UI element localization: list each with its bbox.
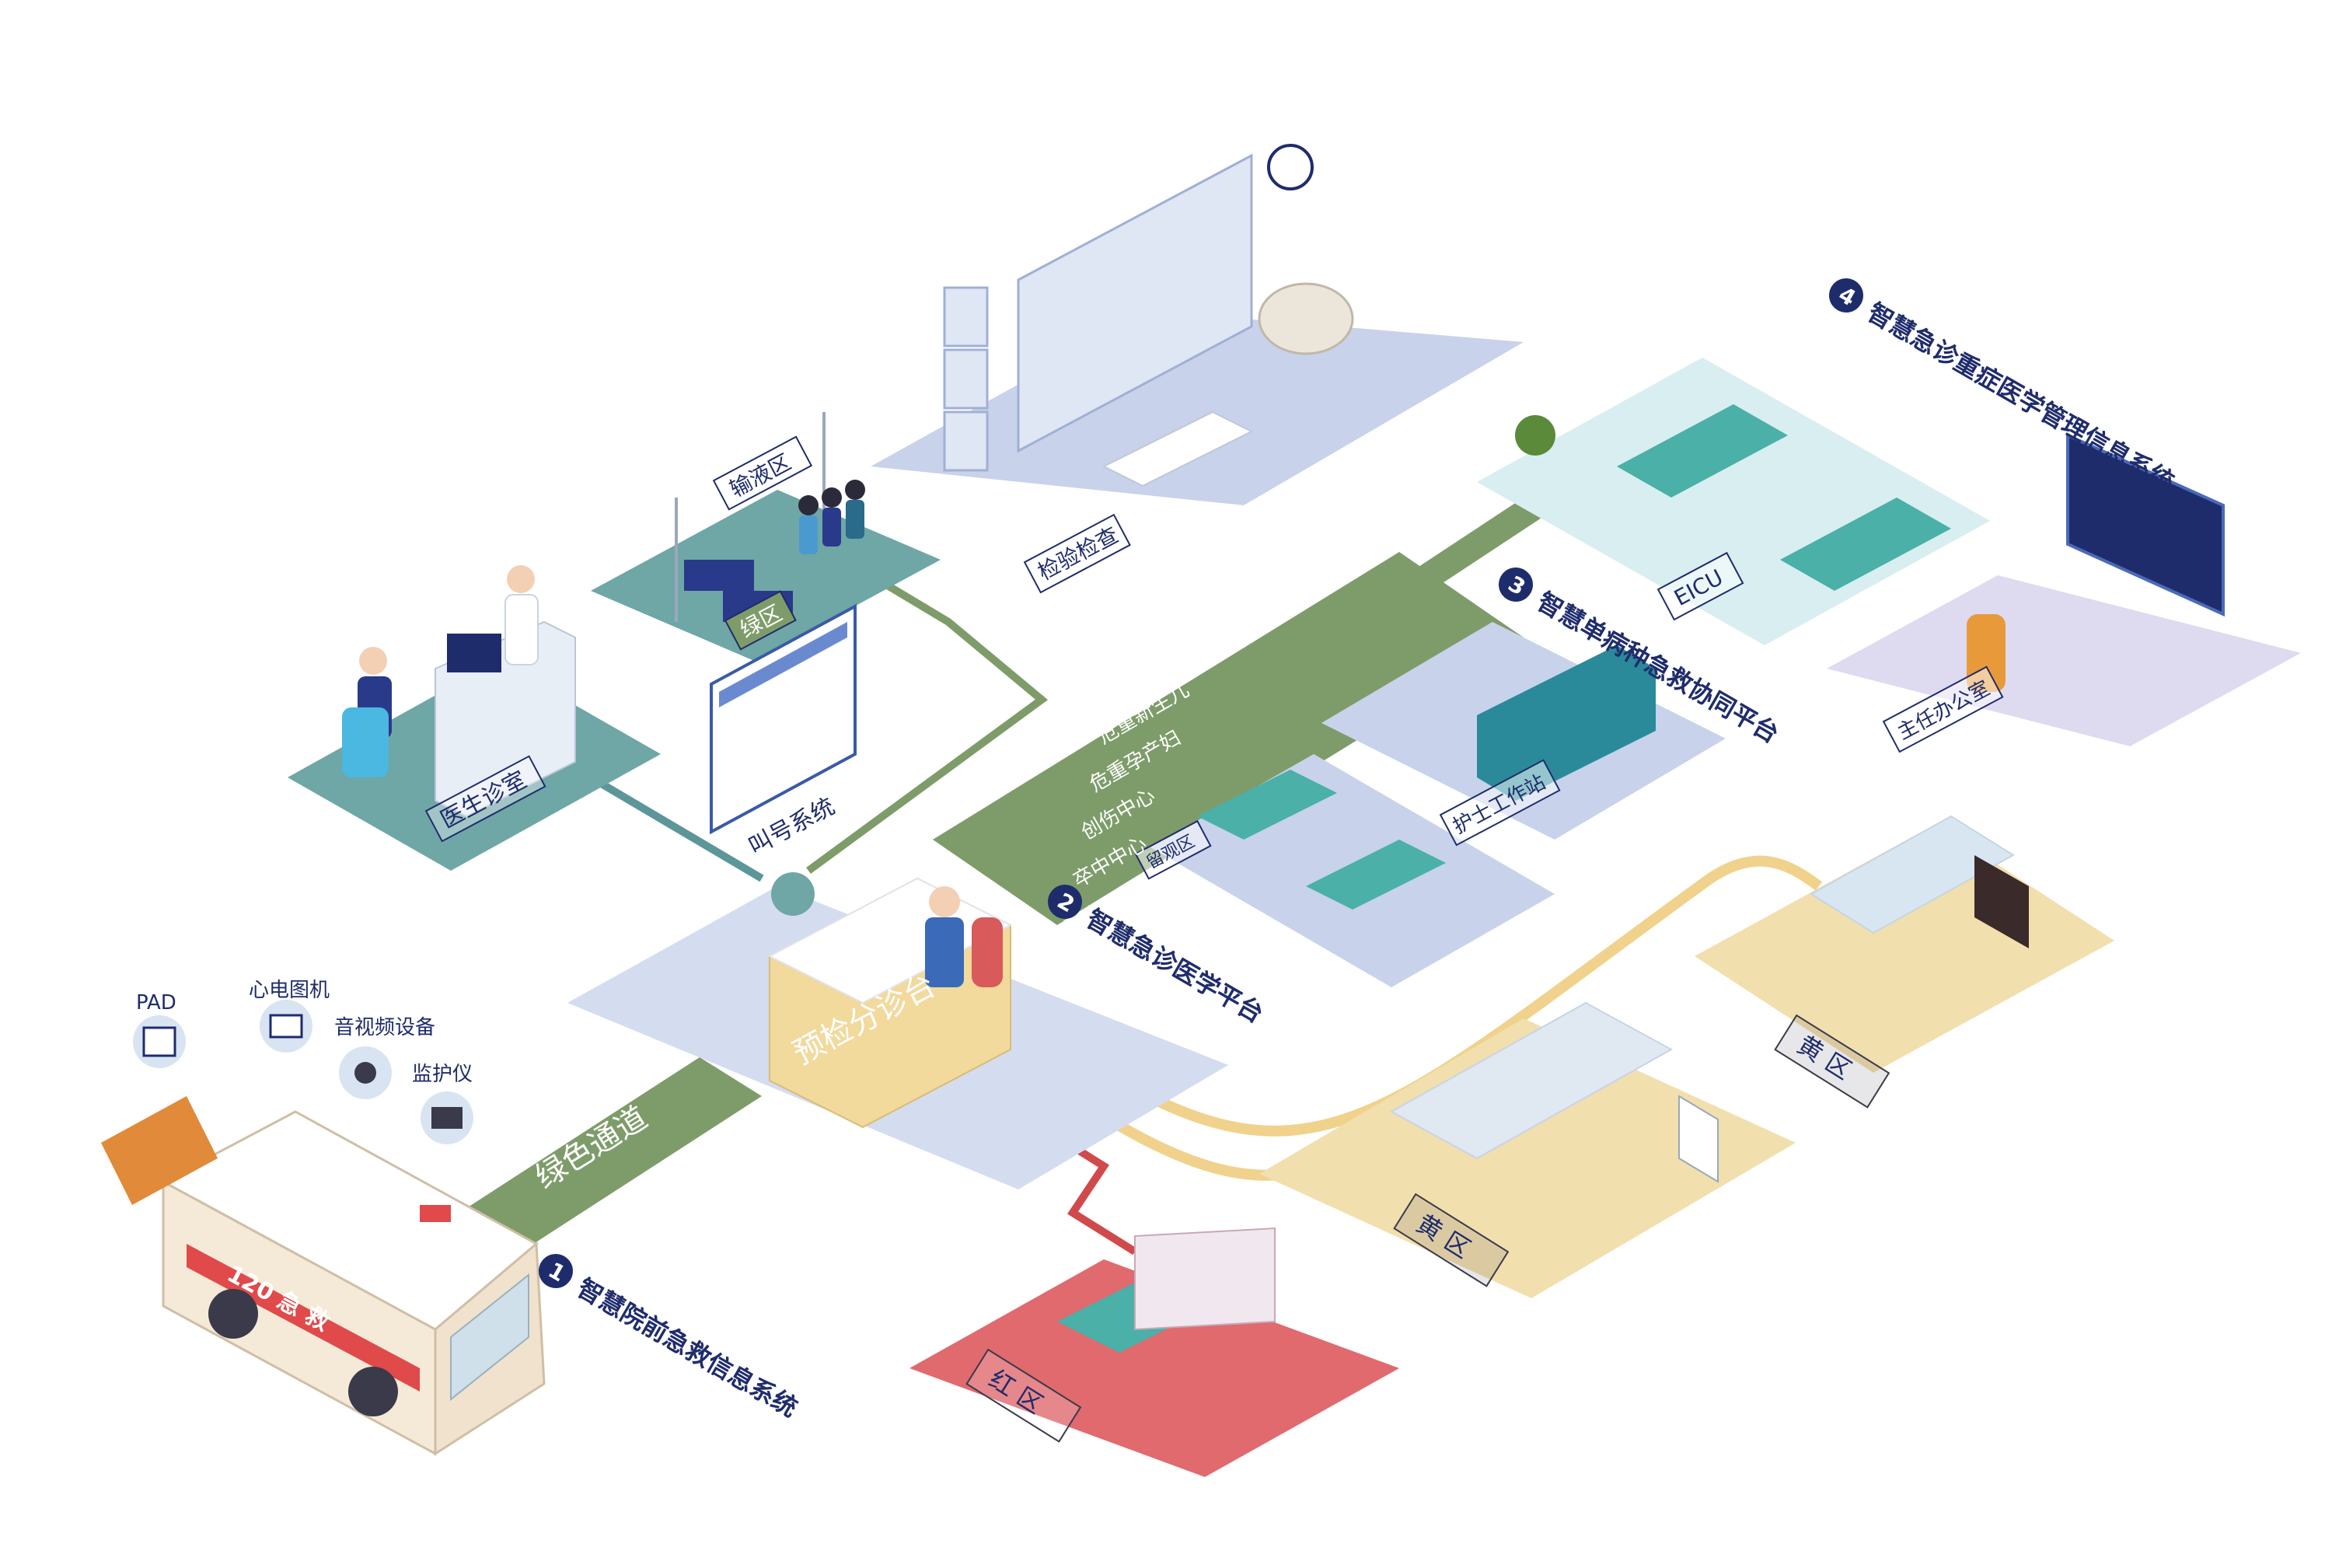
system-1-label: 智慧院前急救信息系统 [572, 1273, 802, 1423]
lab-display-wall [1017, 153, 1253, 453]
ambulance-wheel-rear [208, 1289, 258, 1339]
yellow-line-upper [1116, 855, 1823, 1137]
infusion-bench [684, 560, 754, 591]
triage-chair [972, 917, 1003, 987]
device-pad-label: PAD [136, 991, 176, 1014]
red-zone-label-box [965, 1348, 1082, 1443]
ambulance-windshield [450, 1273, 529, 1402]
ambulance-wheel-front [348, 1367, 398, 1416]
infusion-label-box [712, 435, 813, 511]
yellow-lower-bed [1389, 1001, 1674, 1160]
lab-panel-1 [943, 286, 989, 347]
device-monitor-label: 监护仪 [412, 1063, 473, 1086]
triage-nurse-head [929, 886, 960, 917]
green-zone-label-box [724, 590, 797, 651]
red-zone-display [1134, 1227, 1276, 1331]
yellow-upper-bed [1810, 815, 2015, 934]
ambulance-devices: PAD 心电图机 音视频设备 监护仪 [133, 979, 473, 1144]
green-corridor-center [933, 552, 1524, 925]
ambulance: 120 急 救 [101, 1096, 546, 1456]
system-3-badge [1499, 567, 1533, 602]
triage-plant [771, 872, 815, 916]
lab-room-tile [871, 311, 1524, 505]
exam-bed [1101, 410, 1254, 487]
director-dashboard [2066, 432, 2225, 617]
patient-figure-head [359, 647, 387, 675]
stretcher [101, 1096, 218, 1205]
structures [342, 144, 2225, 1353]
system-1-badge [539, 1254, 573, 1288]
observation-label-box [1134, 819, 1212, 880]
device-av-label: 音视频设备 [334, 1016, 435, 1039]
centers-more: ...... [1110, 642, 1159, 685]
system-4-label: 智慧急诊重症医学管理信息系统 [1862, 297, 2179, 497]
patient-chair [342, 707, 389, 777]
system-1: 1 智慧院前急救信息系统 [539, 1254, 802, 1423]
yellow-upper-cabinet [1974, 855, 2029, 948]
doctor-monitor [447, 634, 501, 672]
obs-bed-1 [1197, 770, 1337, 840]
ambulance-siren [420, 1205, 451, 1222]
patient-monitor-cart [1678, 1095, 1719, 1183]
green-corridor-upper [1353, 498, 1555, 622]
system-2-label: 智慧急诊医学平台 [1081, 903, 1269, 1028]
wifi-icon [1267, 144, 1314, 190]
green-line-infusion [806, 571, 1049, 875]
doctor-figure-head [507, 565, 535, 593]
system-4-badge [1829, 278, 1863, 313]
nurse-station-label-box [1439, 759, 1561, 847]
doctor-room-label-box [424, 755, 546, 843]
yellow-upper-label-box [1774, 1014, 1890, 1109]
lab-panel-2 [943, 348, 989, 410]
ambulance-stripe [187, 1244, 420, 1392]
teal-line-doctor [588, 774, 764, 882]
waiting-patients [798, 480, 865, 554]
queue-screen [710, 603, 857, 835]
doctor-figure-body [504, 594, 539, 665]
triage-nurse-body [925, 917, 964, 987]
red-zone-tile [909, 1259, 1399, 1477]
nurse-desk [1477, 645, 1656, 801]
eicu-label-box [1656, 551, 1744, 621]
lab-panel-3 [943, 410, 989, 472]
yellow-zone-lower-tile [1259, 1018, 1796, 1298]
system-2-badge [1048, 885, 1082, 919]
lab-label-box [1023, 513, 1131, 594]
director-office-tile [1827, 575, 2301, 746]
obs-bed-2 [1306, 840, 1446, 910]
queue-screen-header [719, 622, 847, 707]
director-label-box [1882, 665, 2004, 753]
green-channel-road [435, 1057, 762, 1267]
connection-paths [435, 498, 1823, 1267]
eicu-bed-2 [1780, 498, 1951, 591]
eicu-plant [1515, 415, 1555, 456]
ct-scanner [1258, 282, 1354, 355]
yellow-lower-label-box [1393, 1193, 1510, 1287]
eicu-bed-1 [1617, 404, 1788, 498]
device-ecg-label: 心电图机 [249, 979, 330, 1002]
